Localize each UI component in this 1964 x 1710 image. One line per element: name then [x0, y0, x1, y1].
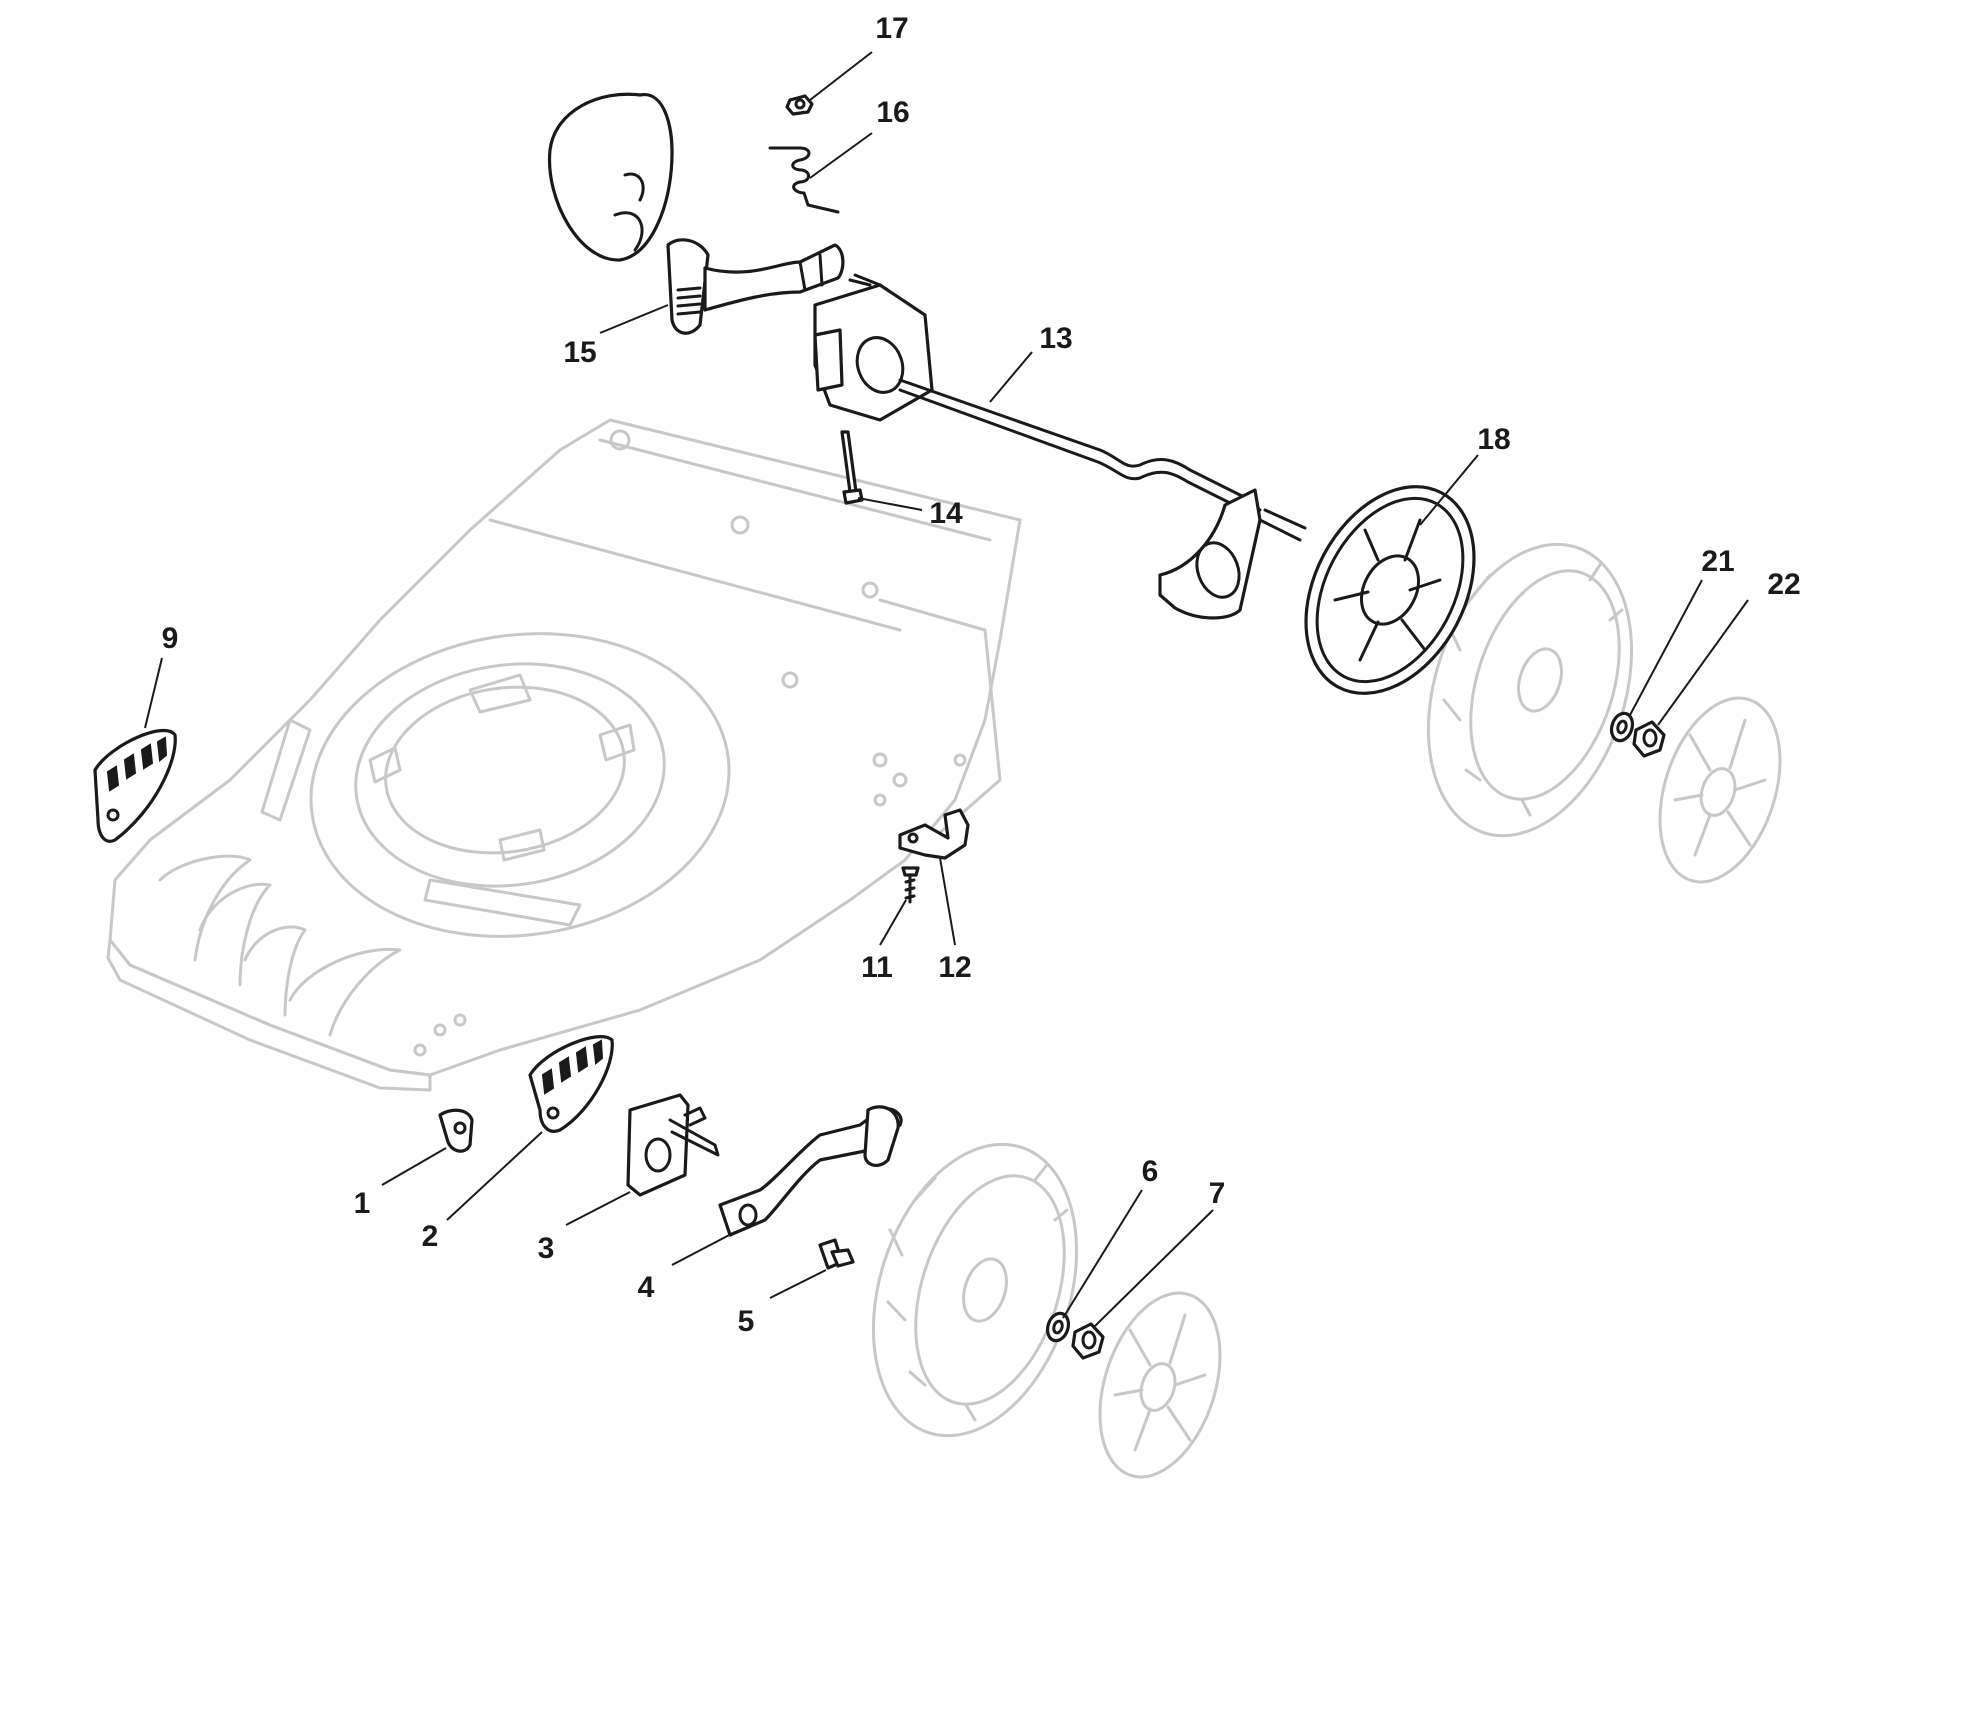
part-12-clamp: [898, 808, 970, 860]
leader-13: [989, 351, 1033, 403]
callout-5: 5: [738, 1305, 755, 1338]
callout-18: 18: [1477, 423, 1510, 456]
front-wheel-outline: [871, 1142, 1079, 1438]
leader-16: [809, 132, 873, 179]
leader-18: [1419, 454, 1479, 526]
leader-21: [1629, 579, 1703, 716]
callout-3: 3: [538, 1232, 555, 1265]
leader-11: [879, 899, 907, 946]
part-16-spring: [768, 146, 840, 214]
callout-13: 13: [1039, 322, 1072, 355]
mower-deck-outline: [106, 418, 1022, 1092]
leader-15: [599, 304, 669, 334]
part-13-rear-axle: [813, 273, 1307, 620]
part-2-height-plate: [528, 1035, 614, 1133]
callout-17: 17: [875, 12, 908, 45]
callout-4: 4: [638, 1271, 655, 1304]
callout-7: 7: [1209, 1177, 1226, 1210]
part-3-axle-bracket: [626, 1093, 720, 1197]
part-18-wheel-disc: [1304, 485, 1476, 695]
part-21-washer: [1609, 711, 1635, 743]
part-5-shoulder-bolt: [818, 1238, 855, 1270]
part-14-bolt: [840, 430, 864, 505]
leader-5: [769, 1269, 827, 1299]
leader-3: [565, 1191, 631, 1226]
leader-22: [1657, 599, 1749, 726]
part-7-nut: [1071, 1322, 1105, 1360]
callout-1: 1: [354, 1187, 371, 1220]
part-17-nut: [785, 94, 814, 116]
part-6-washer: [1045, 1311, 1071, 1343]
callout-6: 6: [1142, 1155, 1159, 1188]
part-4-height-lever: [718, 1105, 903, 1237]
callout-21: 21: [1701, 545, 1734, 578]
leader-12: [939, 857, 956, 946]
part-11-screw: [901, 866, 920, 904]
leader-4: [671, 1231, 736, 1266]
part-22-nut: [1632, 720, 1666, 758]
callout-2: 2: [422, 1220, 439, 1253]
rear-hubcap-outline: [1658, 696, 1782, 884]
leader-9: [144, 657, 163, 729]
callout-15: 15: [563, 336, 596, 369]
leader-14: [857, 497, 923, 511]
leader-lines: [144, 51, 1749, 1327]
callout-11: 11: [861, 951, 893, 984]
part-9-height-plate: [93, 728, 177, 843]
part-15-wheel-cover-and-lever: [547, 92, 845, 335]
leader-1: [381, 1147, 447, 1186]
leader-17: [809, 51, 873, 101]
callout-14: 14: [929, 497, 963, 530]
callout-9: 9: [162, 622, 179, 655]
callout-16: 16: [876, 96, 909, 129]
callout-labels: 17 16 15 13 14 18 21 22 9 11 12 1 2 3 4 …: [162, 12, 1801, 1338]
callout-22: 22: [1767, 568, 1800, 601]
callout-12: 12: [938, 951, 971, 984]
leader-6: [1062, 1189, 1143, 1319]
leader-7: [1094, 1209, 1214, 1327]
leader-2: [446, 1131, 543, 1221]
part-1-clip: [438, 1108, 474, 1153]
front-hubcap-outline: [1098, 1291, 1222, 1479]
